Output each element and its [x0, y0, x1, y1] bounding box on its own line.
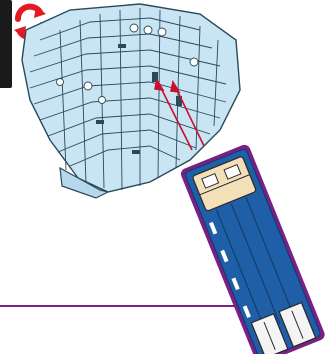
- brick-assembly: [21, 3, 241, 199]
- side-tab: [0, 0, 12, 88]
- insertion-arrows: [154, 77, 205, 151]
- blue-part: [180, 144, 325, 354]
- connector-line: [0, 289, 263, 307]
